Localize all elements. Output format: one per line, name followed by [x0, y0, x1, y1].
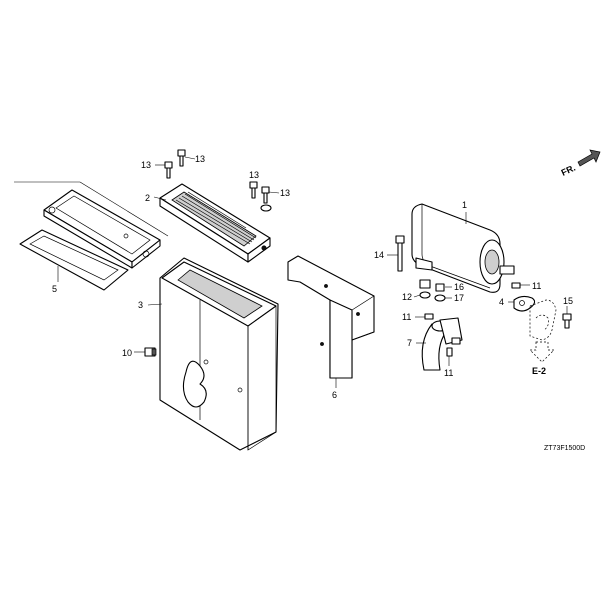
part-4-gasket	[508, 295, 536, 312]
part-15-bolt	[562, 306, 572, 329]
callout-14: 14	[374, 250, 384, 260]
callout-17: 17	[454, 293, 464, 303]
callout-10: 10	[122, 348, 132, 358]
part-1-muffler	[411, 203, 515, 293]
front-direction-indicator	[577, 149, 601, 167]
part-6-bracket	[287, 255, 375, 388]
callout-11-bottom: 11	[444, 368, 453, 378]
callout-5: 5	[52, 284, 57, 294]
callout-labels: 1 2 3 4 5 6 7 10 11 11 11 12 13 13 13 13…	[52, 154, 573, 400]
part-2-grille-cover	[153, 183, 271, 263]
diagram-code: ZT73F1500D	[544, 445, 585, 452]
part-5-air-inlet-frame	[14, 181, 169, 291]
part-12-16-17-nuts	[413, 279, 452, 302]
part-13-bolts-upper	[155, 149, 280, 212]
part-10-bolt	[134, 347, 157, 357]
callout-3: 3	[138, 300, 143, 310]
callout-12: 12	[402, 292, 412, 302]
callout-16: 16	[454, 282, 464, 292]
callout-13-b: 13	[195, 154, 205, 164]
callout-11-right: 11	[532, 281, 541, 291]
part-14-bolt	[387, 235, 405, 272]
callout-4: 4	[499, 297, 504, 307]
callout-15: 15	[563, 296, 573, 306]
callout-1: 1	[462, 200, 467, 210]
callout-13-d: 13	[280, 188, 290, 198]
part-11-screws	[415, 282, 530, 366]
direction-label: FR.	[560, 163, 577, 178]
callout-6: 6	[332, 390, 337, 400]
reference-label: E-2	[532, 366, 546, 376]
part-3-muffler-protector	[147, 257, 279, 451]
e2-reference-group	[529, 299, 557, 363]
callout-13-c: 13	[249, 170, 259, 180]
callout-13-a: 13	[141, 160, 151, 170]
callout-7: 7	[407, 338, 412, 348]
part-7-exhaust-elbow	[416, 317, 463, 371]
callout-11-left: 11	[402, 312, 411, 322]
callout-2: 2	[145, 193, 150, 203]
